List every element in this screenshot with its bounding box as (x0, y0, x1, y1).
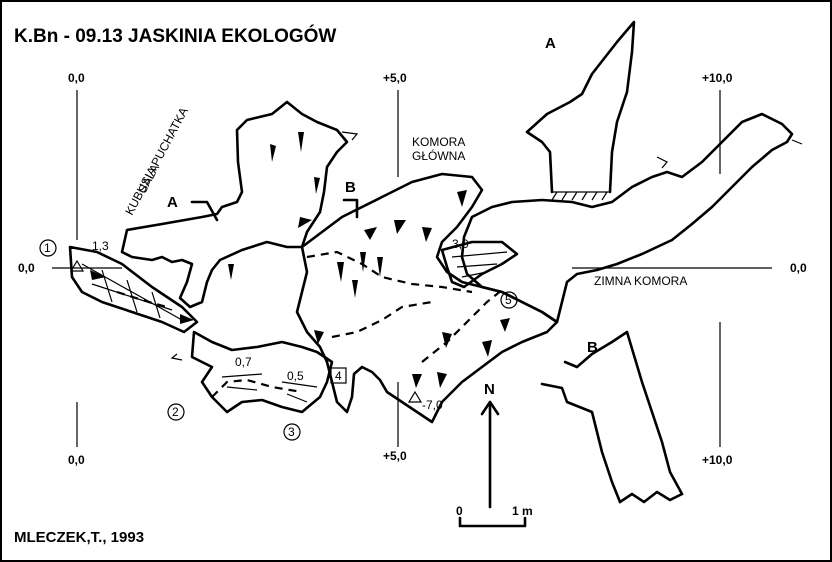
grid-label-bottom-mid: +5,0 (383, 449, 407, 463)
scale-label-zero: 0 (456, 504, 463, 518)
dripstone (298, 217, 312, 228)
dripstone (364, 227, 377, 240)
cave-outline (68, 100, 794, 424)
survey-point-icon (69, 259, 85, 272)
grid-label-bottom-right: +10,0 (702, 453, 733, 467)
entrance-label-5: 5 (505, 293, 512, 307)
section-b-floor (618, 490, 684, 504)
dashed-line-5 (116, 290, 168, 309)
dashed-line-3 (421, 289, 503, 363)
sump-3-0 (440, 240, 519, 289)
arrow-a (190, 200, 219, 222)
north-arrow-head-icon (480, 400, 500, 416)
label-zimna-komora: ZIMNA KOMORA (594, 274, 687, 288)
dripstone (412, 374, 422, 388)
scale-label-one: 1 m (512, 504, 533, 518)
entrance-label-2: 2 (172, 405, 179, 419)
dashed-line-4 (211, 378, 303, 398)
dripstone (314, 177, 320, 194)
dripstone (298, 132, 304, 152)
entrance-circle-5 (500, 291, 518, 309)
dripstones (90, 132, 510, 388)
dashed-line-2 (331, 300, 433, 339)
dripstone (457, 190, 467, 207)
north-arrow: N (480, 381, 500, 509)
entrance-circle-3 (283, 423, 301, 441)
dripstone (422, 227, 432, 242)
dripstone (90, 270, 106, 280)
dripstone (437, 372, 447, 388)
grid-label-left-row: 0,0 (18, 261, 35, 275)
dripstone (314, 330, 324, 344)
dashed-lines (116, 250, 503, 398)
grid-label-top-right: +10,0 (702, 71, 733, 85)
entrance-box-4 (330, 367, 347, 384)
entrance-label-1: 1 (44, 241, 51, 255)
section-a-outline (525, 20, 636, 194)
hatch-3-0 (451, 251, 508, 278)
entrance-circle-2 (167, 403, 185, 421)
cave-wall-entrance-1 (68, 245, 199, 334)
section-letter-b-main: B (587, 339, 598, 356)
section-letter-a-arrow: A (167, 194, 178, 211)
cave-wall-zimna-komora (460, 112, 794, 324)
dripstone (228, 264, 234, 280)
section-letter-b-arrow: B (345, 179, 356, 196)
author-credit: MLECZEK,T., 1993 (14, 529, 144, 546)
dripstone (360, 252, 366, 272)
dashed-line-1 (306, 250, 473, 294)
map-title: K.Bn - 09.13 JASKINIA EKOLOGÓW (14, 25, 336, 47)
cave-wall-sala (120, 100, 349, 309)
section-letter-a-main: A (545, 35, 556, 52)
cave-wall-south-lobes (190, 330, 334, 414)
entrance-label-4: 4 (335, 369, 342, 383)
scale-bar: 0 1 m (456, 504, 533, 528)
depth-label-3-0: 3,0 (452, 237, 469, 251)
passage-arrows (170, 131, 803, 361)
entrance-markers: 1 2 3 4 5 (39, 239, 518, 441)
label-komora-line2: GŁÓWNA (412, 148, 465, 163)
dripstone (270, 144, 276, 162)
depth-label-minus-7-0: -7,0 (422, 398, 443, 412)
dripstone (394, 220, 406, 234)
hatch-entrance-1 (81, 263, 183, 321)
section-b-outline (540, 330, 684, 504)
entrance-label-3: 3 (288, 425, 295, 439)
entrance-circle-1 (39, 239, 57, 257)
dripstone (442, 332, 452, 348)
dripstone (180, 314, 194, 324)
dripstone (352, 280, 358, 298)
label-sala-line2: KUBUSIA PUCHATKA (122, 105, 191, 217)
cave-wall-komora-glowna (295, 172, 559, 424)
dripstone (482, 340, 492, 357)
depth-label-1-3: 1,3 (92, 239, 109, 253)
dripstone (337, 262, 344, 282)
section-a-floor (551, 191, 610, 201)
grid-label-bottom-left: 0,0 (68, 453, 85, 467)
label-komora-line1: KOMORA (412, 135, 465, 149)
arrow-b (342, 198, 359, 219)
hatch-south (221, 373, 318, 403)
north-label: N (484, 381, 495, 398)
dripstone (500, 318, 510, 332)
grid-label-right-row: 0,0 (790, 261, 807, 275)
grid-lines (52, 90, 772, 447)
dripstone (377, 257, 383, 277)
hatched-areas (81, 240, 519, 403)
survey-point-icon (407, 390, 423, 403)
depth-label-0-7: 0,7 (235, 355, 252, 369)
scale-bar-line (458, 516, 527, 528)
grid-label-top-mid: +5,0 (383, 71, 407, 85)
grid-label-top-left: 0,0 (68, 71, 85, 85)
depth-label-0-5: 0,5 (287, 369, 304, 383)
